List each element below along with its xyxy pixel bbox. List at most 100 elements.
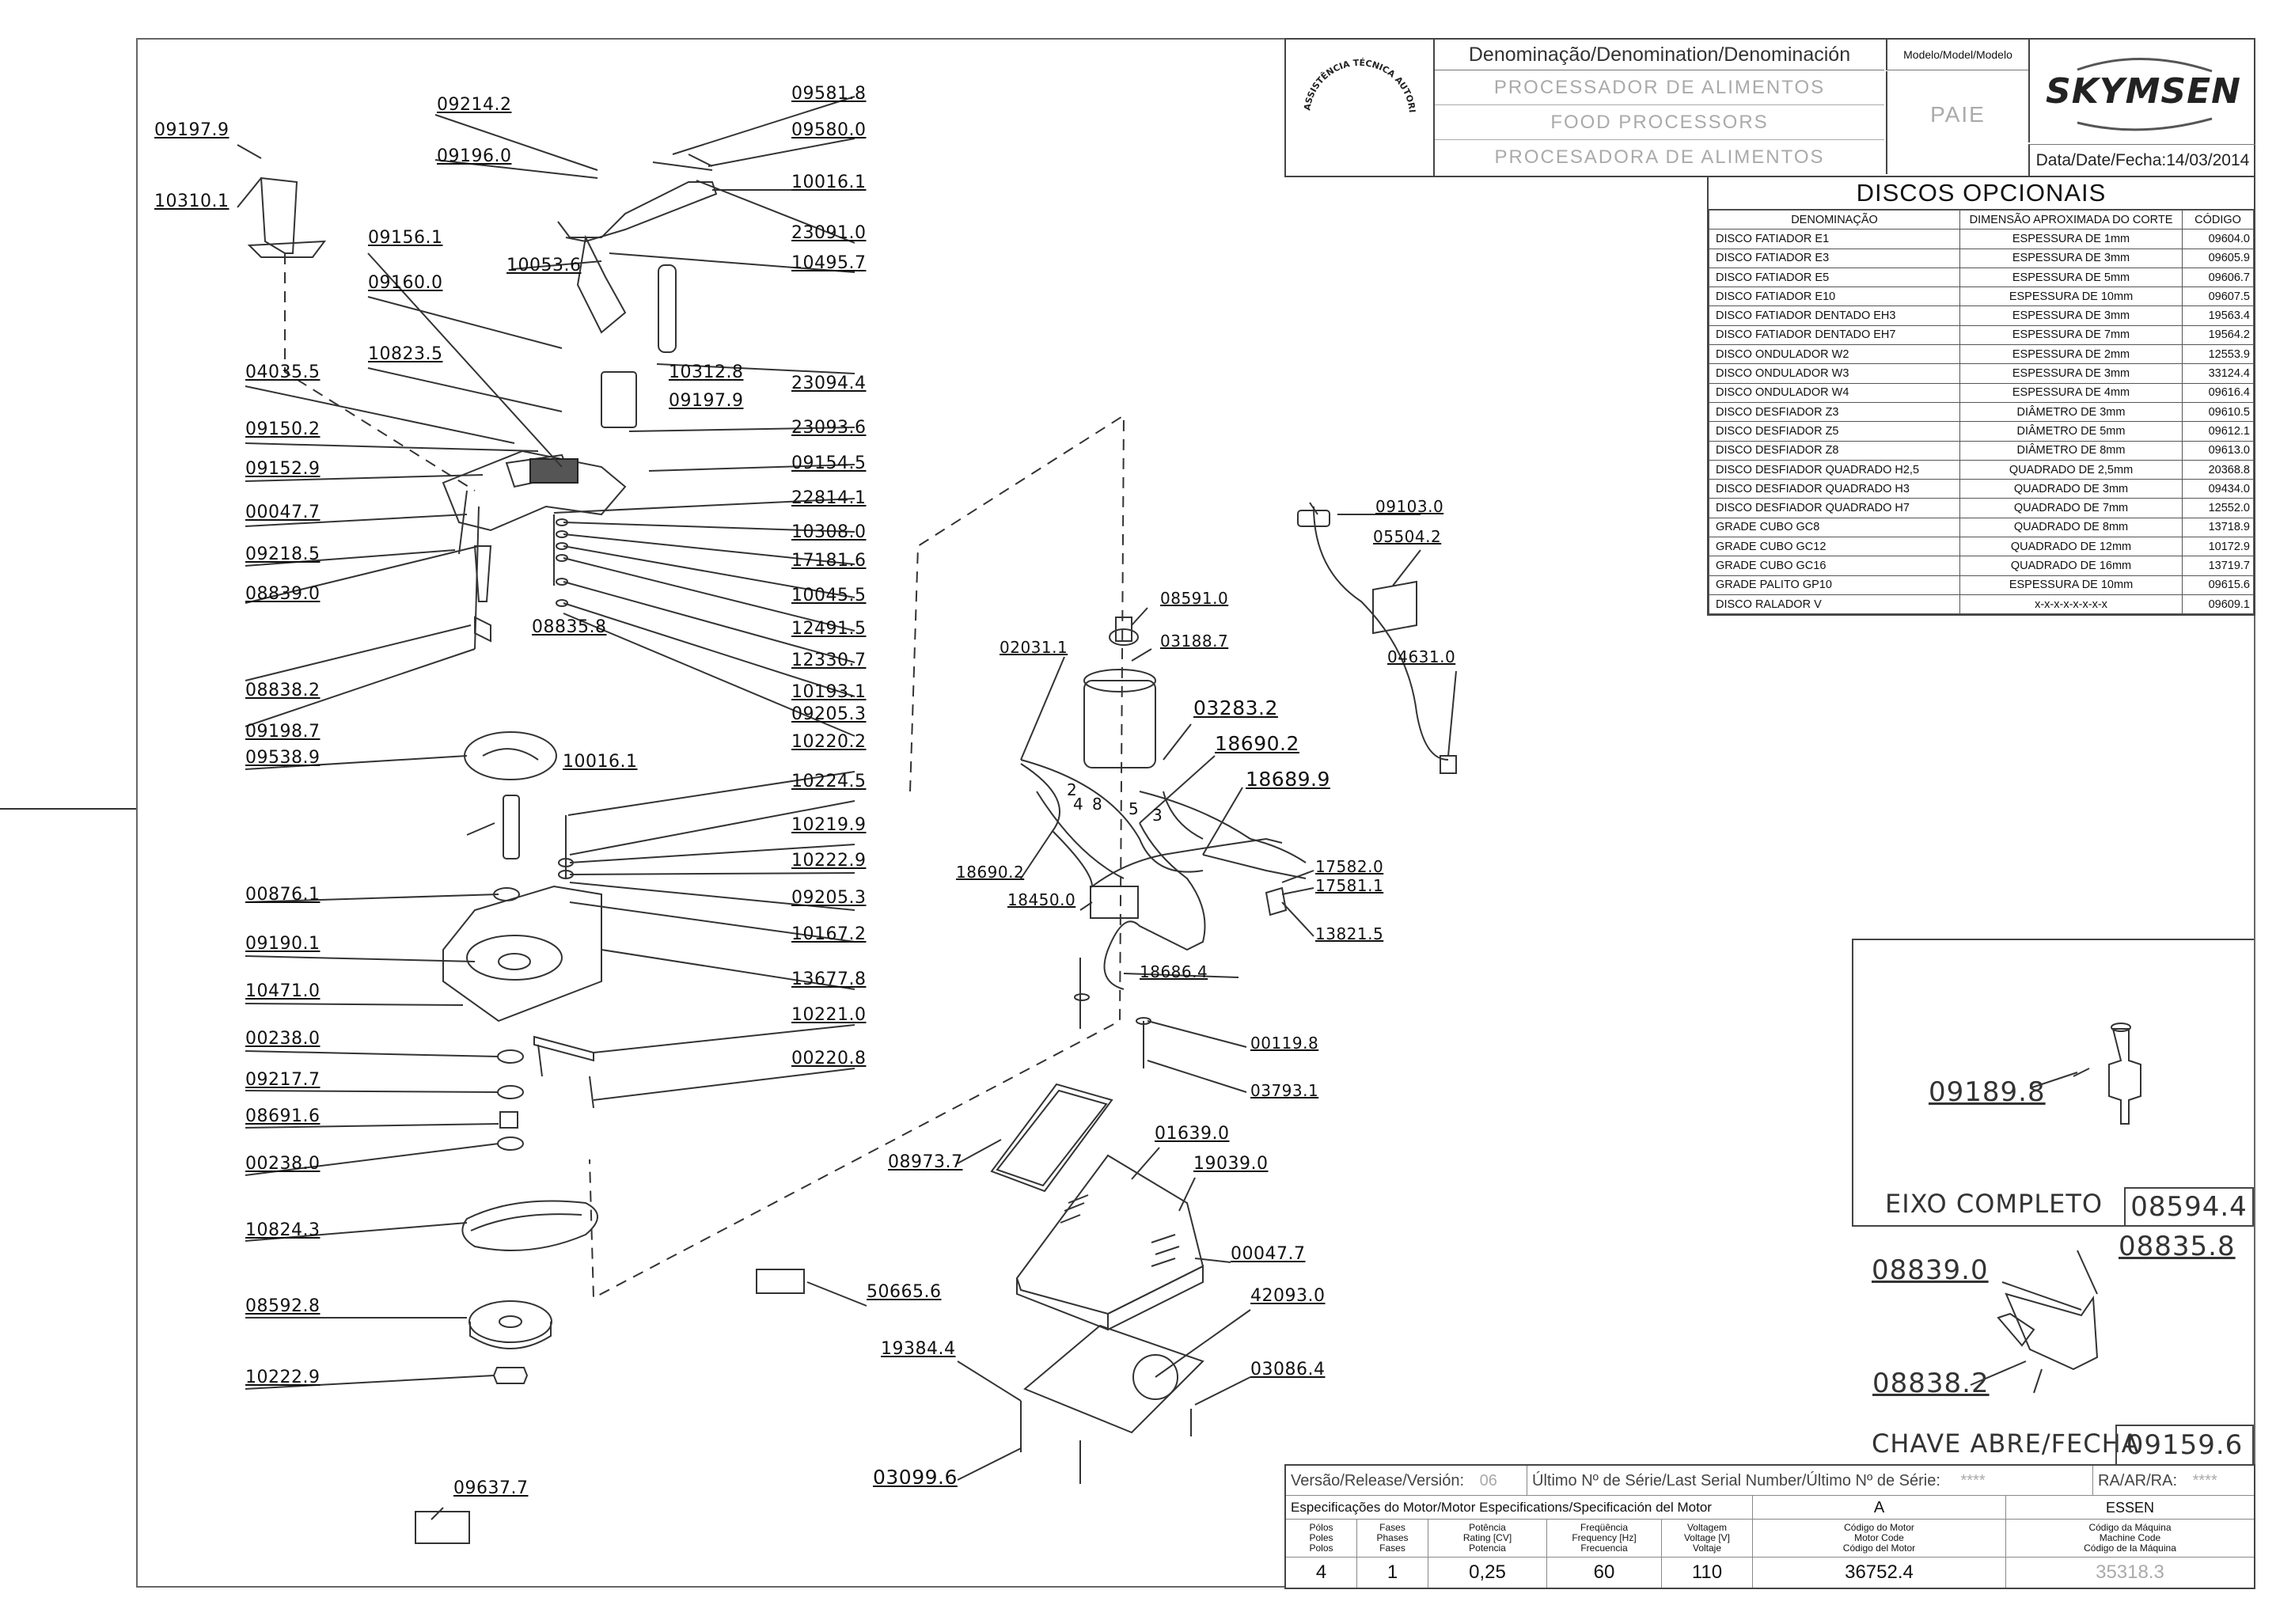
disc-denomination-cell: DISCO DESFIADOR QUADRADO H2,5	[1709, 459, 1960, 480]
svg-text:ASSISTÊNCIA TÉCNICA AUTORIZADA: ASSISTÊNCIA TÉCNICA AUTORIZADA	[1286, 40, 1417, 113]
spec-value-0: 4	[1286, 1558, 1357, 1588]
seal-text: ASSISTÊNCIA TÉCNICA AUTORIZADA	[1286, 40, 1417, 113]
brand-name: SKYMSEN	[2046, 71, 2242, 112]
part-label-cabinet-7: 03099.6	[873, 1466, 958, 1489]
part-label-left-26: 09154.5	[791, 453, 867, 473]
part-label-left-31: 12491.5	[791, 619, 867, 639]
disc-dimension-cell: ESPESSURA DE 3mm	[1959, 248, 2183, 268]
subassembly-panel	[1852, 939, 2254, 1225]
spec-header-3: Freqüência Frequency [Hz] Frecuencia	[1547, 1520, 1662, 1558]
serial-field: Último Nº de Série/Last Serial Number/Úl…	[1527, 1466, 2093, 1496]
part-label-left-20: 09198.7	[245, 722, 321, 742]
part-label-motor-10: 17582.0	[1315, 857, 1384, 876]
part-label-left-39: 10219.9	[791, 815, 867, 835]
disc-denomination-cell: DISCO DESFIADOR Z5	[1709, 421, 1960, 442]
disc-dimension-cell: QUADRADO DE 7mm	[1959, 498, 2183, 518]
disc-code-cell: 13719.7	[2182, 556, 2254, 576]
part-label-left-56: 09637.7	[453, 1478, 529, 1498]
part-label-cabinet-6: 03086.4	[1250, 1360, 1326, 1379]
part-label-motor-5: 04631.0	[1387, 647, 1456, 666]
spec-header-4: Voltagem Voltage [V] Voltaje	[1662, 1520, 1753, 1558]
part-label-left-28: 10308.0	[791, 522, 867, 542]
disc-code-cell: 09612.1	[2182, 421, 2254, 442]
discs-col-dimension: DIMENSÃO APROXIMADA DO CORTE	[1959, 209, 2183, 230]
brand-swoosh-icon	[2077, 58, 2213, 131]
model-value: PAIE	[1886, 71, 2028, 174]
part-label-left-17: 09218.5	[245, 544, 321, 564]
spec-value-3: 60	[1547, 1558, 1662, 1588]
part-label-left-41: 00876.1	[245, 885, 321, 905]
disc-code-cell: 20368.8	[2182, 459, 2254, 480]
part-label-left-25: 23093.6	[791, 418, 867, 438]
part-label-motor-1: 05504.2	[1373, 527, 1442, 546]
release-field: Versão/Release/Versión: 06	[1286, 1466, 1527, 1496]
disc-denomination-cell: DISCO FATIADOR E1	[1709, 229, 1960, 249]
part-label-left-48: 00238.0	[245, 1029, 321, 1049]
disc-dimension-cell: QUADRADO DE 8mm	[1959, 517, 2183, 538]
disc-dimension-cell: DIÂMETRO DE 8mm	[1959, 440, 2183, 461]
disc-code-cell: 09606.7	[2182, 267, 2254, 288]
disc-denomination-cell: DISCO RALADOR V	[1709, 594, 1960, 615]
part-label-left-54: 08592.8	[245, 1296, 321, 1316]
spec-value-5: 36752.4	[1753, 1558, 2006, 1588]
part-label-left-18: 08839.0	[245, 584, 321, 604]
part-label-left-16: 00047.7	[245, 503, 321, 522]
part-label-left-42: 09205.3	[791, 888, 867, 908]
part-label-left-49: 00220.8	[791, 1049, 867, 1068]
part-label-left-11: 09160.0	[368, 273, 443, 293]
disc-code-cell: 09616.4	[2182, 382, 2254, 403]
part-label-cabinet-3: 00047.7	[1231, 1244, 1306, 1264]
part-label-cabinet-4: 42093.0	[1250, 1286, 1326, 1306]
motor-spec-block: Versão/Release/Versión: 06 Último Nº de …	[1284, 1464, 2255, 1589]
discs-col-denomination: DENOMINAÇÃO	[1709, 209, 1960, 230]
part-label-left-15: 09152.9	[245, 459, 321, 479]
disc-denomination-cell: DISCO DESFIADOR QUADRADO H3	[1709, 479, 1960, 499]
motor-col-a: A	[1753, 1496, 2006, 1520]
disc-code-cell: 12553.9	[2182, 344, 2254, 365]
disc-dimension-cell: QUADRADO DE 2,5mm	[1959, 459, 2183, 480]
ra-field: RA/AR/RA: ****	[2093, 1466, 2254, 1496]
part-label-left-10: 09156.1	[368, 228, 443, 248]
ra-value: ****	[2192, 1472, 2217, 1489]
disc-dimension-cell: x-x-x-x-x-x-x-x	[1959, 594, 2183, 615]
part-label-left-21: 08835.8	[532, 617, 607, 637]
part-label-left-13: 04035.5	[245, 362, 321, 382]
date-label: Data/Date/Fecha:	[2035, 151, 2167, 169]
disc-dimension-cell: ESPESSURA DE 4mm	[1959, 382, 2183, 403]
spec-value-6: 35318.3	[2096, 1561, 2164, 1583]
part-label-motor-16: 03793.1	[1250, 1081, 1319, 1100]
part-label-left-35: 09538.9	[245, 748, 321, 768]
part-label-left-55: 10222.9	[245, 1368, 321, 1387]
disc-code-cell: 09605.9	[2182, 248, 2254, 268]
denomination-en: FOOD PROCESSORS	[1435, 105, 1884, 140]
chave-code: 09159.6	[2115, 1425, 2254, 1466]
drawing-border	[136, 38, 2255, 1588]
part-label-left-36: 10016.1	[563, 752, 638, 772]
disc-denomination-cell: DISCO ONDULADOR W4	[1709, 382, 1960, 403]
part-label-left-8: 10495.7	[791, 253, 867, 273]
part-label-motor-3: 02031.1	[1000, 638, 1068, 657]
seal-ring-text: ASSISTÊNCIA TÉCNICA AUTORIZADA	[1286, 40, 1417, 113]
machine-col-essen: ESSEN	[2006, 1496, 2254, 1520]
denomination-pt: PROCESSADOR DE ALIMENTOS	[1435, 70, 1884, 105]
part-label-cabinet-0: 08973.7	[888, 1152, 963, 1172]
disc-denomination-cell: DISCO DESFIADOR Z8	[1709, 440, 1960, 461]
discs-table-grid: DENOMINAÇÃO DIMENSÃO APROXIMADA DO CORTE…	[1709, 209, 2254, 615]
part-label-left-12: 10823.5	[368, 344, 443, 364]
disc-code-cell: 09609.1	[2182, 594, 2254, 615]
spec-value-1: 1	[1357, 1558, 1428, 1588]
disc-dimension-cell: QUADRADO DE 3mm	[1959, 479, 2183, 499]
part-label-left-1: 10310.1	[154, 192, 230, 211]
part-label-motor-9: 18690.2	[956, 863, 1025, 882]
part-label-cabinet-5: 19384.4	[881, 1339, 956, 1359]
part-label-motor-0: 09103.0	[1375, 497, 1444, 516]
release-value: 06	[1479, 1472, 1497, 1489]
spec-header-5: Código do Motor Motor Code Código del Mo…	[1753, 1520, 2006, 1558]
